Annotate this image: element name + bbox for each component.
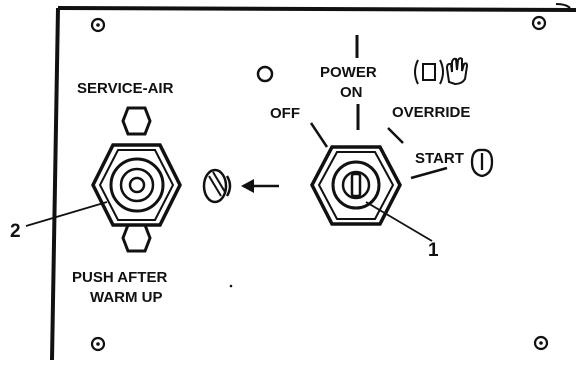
hand-icon — [445, 57, 469, 86]
mounting-screw-icon — [90, 336, 106, 352]
power-label: POWER — [320, 64, 377, 81]
indicator-lamp-icon — [256, 65, 274, 83]
auto-bracket-icon — [414, 59, 444, 85]
mounting-screw-icon — [531, 15, 547, 31]
panel-border — [50, 6, 576, 361]
hex-nut-icon — [121, 106, 152, 136]
override-tick — [387, 127, 404, 144]
mounting-screw-icon — [533, 335, 549, 351]
key-switch-assembly — [310, 145, 402, 226]
off-label: OFF — [270, 105, 300, 122]
hex-nut-icon — [121, 223, 152, 253]
service-air-label: SERVICE-AIR — [77, 80, 174, 97]
key-icon — [202, 168, 232, 204]
arrow-left-icon — [241, 179, 279, 193]
start-label: START — [415, 150, 464, 167]
override-label: OVERRIDE — [392, 104, 470, 121]
corner-mark — [555, 3, 571, 9]
start-tick — [410, 166, 448, 180]
callout-1: 1 — [428, 240, 439, 261]
key-switch-icon — [470, 148, 494, 178]
push-after-label: PUSH AFTER — [72, 269, 167, 286]
callout-2: 2 — [10, 221, 21, 242]
callout-1-leader — [365, 201, 433, 242]
off-tick — [309, 122, 329, 148]
push-button-icon — [91, 143, 182, 227]
mounting-screw-icon — [90, 17, 106, 33]
callout-2-leader — [25, 201, 108, 227]
dot-mark — [229, 284, 233, 288]
on-label: ON — [340, 84, 363, 101]
warm-up-label: WARM UP — [90, 289, 163, 306]
